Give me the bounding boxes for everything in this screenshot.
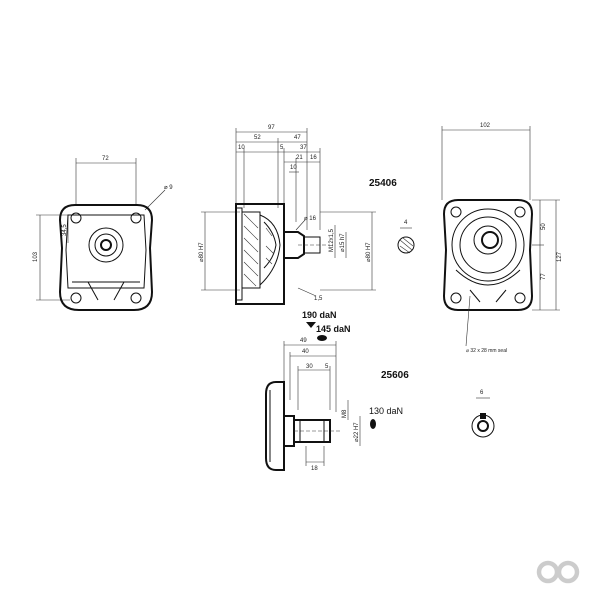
- dim-chamfer: 1,5: [314, 296, 323, 302]
- dim-34-5: 34,5: [62, 224, 68, 236]
- dim-49: 49: [300, 338, 307, 344]
- force-arrow-down-icon: [306, 322, 316, 328]
- dim-18: 18: [311, 466, 318, 472]
- dim-hole-9: ⌀ 9: [164, 185, 173, 191]
- key-section: 4: [397, 220, 415, 254]
- dim-10a: 10: [238, 145, 245, 151]
- dim-80-h7-right: ⌀80 H7: [366, 242, 372, 262]
- dim-21: 21: [296, 155, 303, 161]
- side-view-lower: 49 40 30 5 M8 ⌀22 H7 18 25606 130 daN: [265, 338, 409, 472]
- dim-127: 127: [557, 251, 563, 262]
- dim-10b: 10: [290, 165, 297, 171]
- dim-5-lower: 5: [325, 364, 329, 370]
- side-view-upper: 97 52 47 10 5 37 21 16 10 ⌀80 H7: [199, 125, 397, 305]
- dim-103: 103: [33, 251, 39, 262]
- dim-cone-16: ⌀ 16: [304, 216, 317, 222]
- force-arrow-icon-lower: [370, 419, 376, 429]
- dim-47: 47: [294, 135, 301, 141]
- seal-note: ⌀ 32 x 28 mm seal: [466, 348, 507, 354]
- dim-16: 16: [310, 155, 317, 161]
- dim-thread: M12x1,5: [329, 228, 335, 252]
- force-190: 190 daN: [302, 310, 337, 320]
- ref-25606: 25606: [381, 370, 409, 381]
- dim-102: 102: [480, 123, 491, 129]
- dim-37: 37: [300, 145, 307, 151]
- dim-77: 77: [541, 273, 547, 280]
- force-130: 130 daN: [369, 406, 403, 416]
- dim-6: 6: [480, 390, 484, 396]
- dim-22-h7: ⌀22 H7: [354, 422, 360, 442]
- front-view-left: 72 ⌀ 9 103 34,5: [33, 156, 173, 311]
- front-view-right: 102 50 77 127 ⌀ 32 x 28 mm seal: [441, 123, 563, 354]
- dim-72: 72: [102, 156, 109, 162]
- ref-25406: 25406: [369, 178, 397, 189]
- double-ring-logo-icon: [536, 560, 580, 584]
- force-indicators: 190 daN 145 daN: [302, 310, 351, 341]
- dim-shaft-15: ⌀15 h7: [340, 233, 346, 252]
- dim-key-4: 4: [404, 220, 408, 226]
- dim-97: 97: [268, 125, 275, 131]
- dim-pilot-80: ⌀80 H7: [199, 242, 205, 262]
- dim-50: 50: [541, 223, 547, 230]
- dim-m8: M8: [342, 409, 348, 418]
- force-145: 145 daN: [316, 324, 351, 334]
- dim-52: 52: [254, 135, 261, 141]
- force-arrow-icon: [317, 335, 327, 341]
- shaft-end-view: 6: [471, 390, 495, 438]
- dim-30: 30: [306, 364, 313, 370]
- dim-40: 40: [302, 349, 309, 355]
- dim-5: 5: [280, 145, 284, 151]
